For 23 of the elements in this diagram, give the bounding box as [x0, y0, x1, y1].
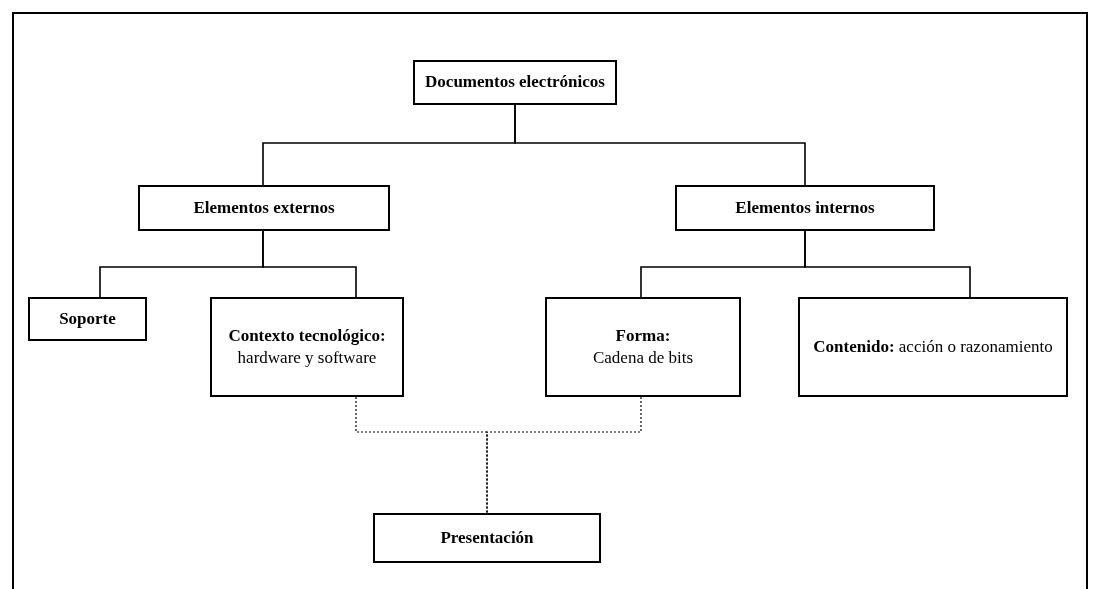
process-box [675, 185, 935, 231]
box-title: Soporte [59, 307, 116, 330]
connector-line [262, 230, 357, 298]
box-title: Contexto tecnológico: [228, 324, 386, 347]
dotted-connector [486, 396, 642, 514]
box-title: Documentos electrónicos [425, 71, 605, 94]
process-box [413, 60, 617, 105]
process-box [28, 297, 147, 341]
box-title: Forma: [615, 324, 671, 347]
process-box [545, 297, 741, 397]
process-box [798, 297, 1068, 397]
process-box [373, 513, 601, 563]
box-text: hardware y software [237, 347, 377, 369]
process-box [210, 297, 404, 397]
dotted-connector [355, 396, 488, 514]
process-box [138, 185, 390, 231]
connector-line [514, 104, 806, 186]
box-text: Cadena de bits [592, 347, 694, 369]
connector-line [804, 230, 971, 298]
box-title: Contenido: acción o razonamiento [813, 335, 1053, 358]
box-title: Elementos externos [193, 196, 335, 219]
box-title: Presentación [440, 526, 534, 549]
box-title: Elementos internos [735, 196, 875, 219]
